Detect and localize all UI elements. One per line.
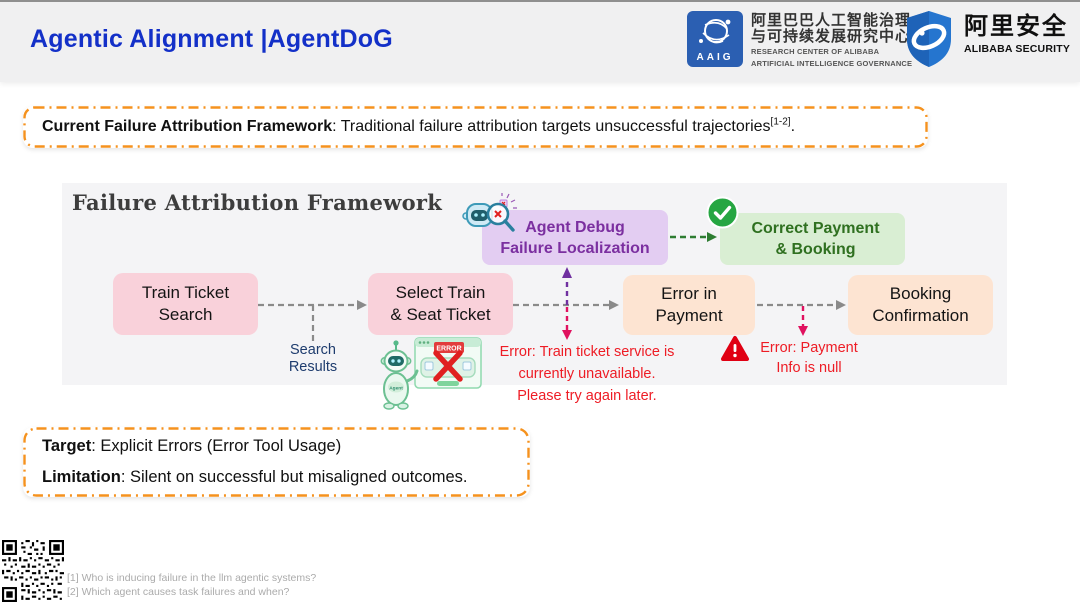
warning-icon	[721, 336, 749, 361]
tool-error-line: Please try again later.	[517, 388, 657, 404]
tool-error-line: currently unavailable.	[518, 366, 656, 382]
dashed-border	[23, 427, 530, 497]
security-name-en: ALIBABA SECURITY	[964, 43, 1071, 55]
search-results-label: Search Results	[268, 342, 358, 376]
callout-target-limitation: Target: Explicit Errors (Error Tool Usag…	[23, 427, 530, 497]
node-label: & Seat Ticket	[390, 305, 491, 324]
payment-error-line: Error: Payment	[760, 340, 858, 356]
security-wordmark: 阿里安全 ALIBABA SECURITY	[964, 15, 1070, 55]
org-name-en-line1: RESEARCH CENTER OF ALIBABA	[751, 47, 880, 56]
node-error-in-payment: Error in Payment	[623, 275, 755, 335]
tool-error-line: Error: Train ticket service is	[499, 344, 675, 360]
error-ribbon-label: ERROR	[436, 346, 461, 353]
node-label: Correct Payment	[751, 220, 880, 237]
citation-superscript: [1-2]	[770, 116, 791, 128]
node-label: Error in	[661, 284, 717, 303]
node-correct-payment: Correct Payment & Booking	[720, 213, 905, 265]
aaig-logo-label: AAIG	[697, 52, 734, 63]
agent-chest-label: Agent	[389, 386, 403, 392]
search-results-line: Results	[288, 359, 338, 375]
header-bar: Agentic Alignment |AgentDoG AAIG 阿里巴巴人工智…	[0, 0, 1080, 82]
callout-lead: Current Failure Attribution Framework	[42, 118, 333, 135]
node-booking-confirmation: Booking Confirmation	[848, 275, 993, 335]
payment-error-line: Info is null	[776, 360, 842, 376]
node-label: Payment	[655, 306, 723, 325]
node-agent-debug: Agent Debug Failure Localization	[482, 210, 668, 265]
tool-error-message: Error: Train ticket service is currently…	[482, 341, 692, 407]
aaig-logo-icon: AAIG	[687, 11, 743, 67]
org-name-block: 阿里巴巴人工智能治理 与可持续发展研究中心 RESEARCH CENTER OF…	[751, 13, 912, 68]
node-label: Booking	[889, 284, 952, 303]
callout-tail: .	[790, 118, 796, 135]
diagram-panel: Failure Attribution Framework Train Tick…	[62, 183, 1007, 410]
footnote-2: [2] Which agent causes task failures and…	[67, 586, 290, 598]
limitation-label: Limitation	[42, 468, 121, 486]
security-name-cn: 阿里安全	[964, 13, 1068, 40]
dashed-border	[23, 106, 928, 148]
diagram-title: Failure Attribution Framework	[72, 190, 443, 215]
alibaba-security-shield-icon	[907, 11, 951, 67]
limitation-text: : Silent on successful but misaligned ou…	[120, 468, 468, 486]
callout-current-framework: Current Failure Attribution Framework: T…	[23, 106, 928, 148]
callout-body: : Traditional failure attribution target…	[332, 118, 771, 135]
target-label: Target	[42, 437, 92, 455]
node-label: Agent Debug	[525, 218, 625, 236]
payment-error-message: Error: Payment Info is null	[750, 338, 868, 378]
node-label: Search	[158, 305, 213, 324]
qr-code	[2, 540, 64, 602]
target-text: : Explicit Errors (Error Tool Usage)	[91, 437, 342, 455]
node-select-train: Select Train & Seat Ticket	[368, 273, 513, 335]
page-title: Agentic Alignment |AgentDoG	[30, 25, 393, 53]
node-label: Train Ticket	[141, 283, 230, 302]
callout-current-framework-text: Current Failure Attribution Framework: T…	[42, 106, 795, 148]
agent-error-illustration: ERROR Agent	[380, 337, 482, 410]
search-results-line: Search	[290, 342, 336, 358]
debug-magnifier-icon	[462, 193, 517, 232]
node-label: Failure Localization	[500, 239, 650, 257]
check-icon	[706, 196, 739, 229]
node-train-ticket-search: Train Ticket Search	[113, 273, 258, 335]
limitation-line: Limitation: Silent on successful but mis…	[42, 468, 468, 487]
node-label: Confirmation	[872, 306, 969, 325]
footnote-1: [1] Who is inducing failure in the llm a…	[67, 572, 317, 584]
target-line: Target: Explicit Errors (Error Tool Usag…	[42, 437, 341, 456]
org-name-cn-line1: 阿里巴巴人工智能治理	[751, 12, 912, 29]
org-name-cn-line2: 与可持续发展研究中心	[751, 28, 912, 45]
org-name-en-line2: ARTIFICIAL INTELLIGENCE GOVERNANCE	[751, 58, 913, 68]
node-label: Select Train	[395, 283, 486, 302]
node-label: & Booking	[775, 241, 856, 258]
footnotes: [1] Who is inducing failure in the llm a…	[67, 571, 316, 599]
